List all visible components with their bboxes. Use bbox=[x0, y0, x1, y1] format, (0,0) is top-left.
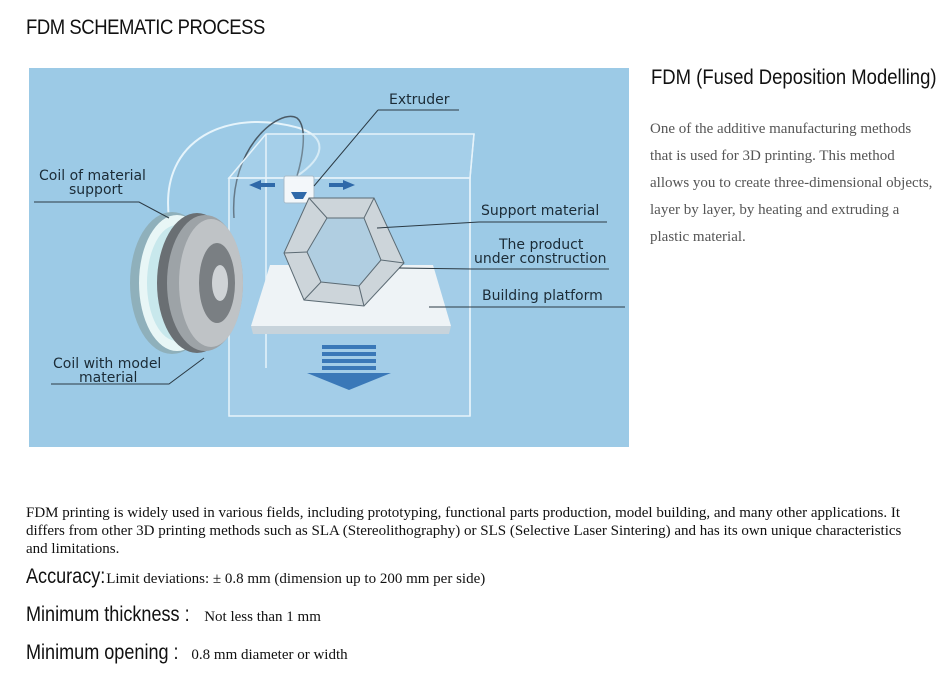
spec-value: Not less than 1 mm bbox=[204, 609, 321, 625]
product-under-construction bbox=[283, 197, 405, 307]
section-title: FDM (Fused Deposition Modelling) bbox=[651, 66, 937, 89]
fdm-diagram: Extruder Coil of material support Suppor… bbox=[29, 68, 629, 447]
section-description: One of the additive manufacturing method… bbox=[650, 121, 933, 245]
spec-value: Limit deviations: ± 0.8 mm (dimension up… bbox=[106, 571, 486, 587]
label-support-material: Support material bbox=[481, 203, 600, 219]
extruder-head bbox=[283, 175, 315, 204]
label-coil-support-line2: support bbox=[69, 182, 123, 198]
leader-lines bbox=[34, 109, 625, 385]
fdm-illustration bbox=[34, 109, 625, 417]
spec-accuracy: Accuracy: Limit deviations: ± 0.8 mm (di… bbox=[26, 565, 485, 589]
page-title: FDM SCHEMATIC PROCESS bbox=[26, 16, 265, 39]
building-platform-edge bbox=[251, 326, 451, 334]
spec-label: Minimum opening : bbox=[26, 641, 179, 664]
spec-min-opening: Minimum opening : 0.8 mm diameter or wid… bbox=[26, 641, 348, 665]
coil-with-model-material bbox=[157, 213, 243, 353]
label-extruder: Extruder bbox=[389, 92, 450, 108]
platform-down-arrow bbox=[307, 345, 391, 390]
intro-paragraph: FDM printing is widely used in various f… bbox=[26, 505, 902, 557]
label-coil-support-line1: Coil of material bbox=[39, 168, 146, 184]
model-filament-wire bbox=[233, 115, 305, 219]
spec-min-thickness: Minimum thickness : Not less than 1 mm bbox=[26, 603, 321, 627]
extruder-motion-arrows bbox=[249, 180, 355, 190]
label-coil-model-line1: Coil with model bbox=[53, 356, 162, 372]
label-building-platform: Building platform bbox=[482, 288, 603, 304]
label-product-line2: under construction bbox=[474, 251, 607, 267]
label-coil-model-line2: material bbox=[79, 370, 138, 386]
spec-label: Accuracy: bbox=[26, 565, 106, 588]
spec-label: Minimum thickness : bbox=[26, 603, 190, 626]
label-product-line1: The product bbox=[499, 237, 584, 253]
spec-value: 0.8 mm diameter or width bbox=[191, 647, 348, 663]
